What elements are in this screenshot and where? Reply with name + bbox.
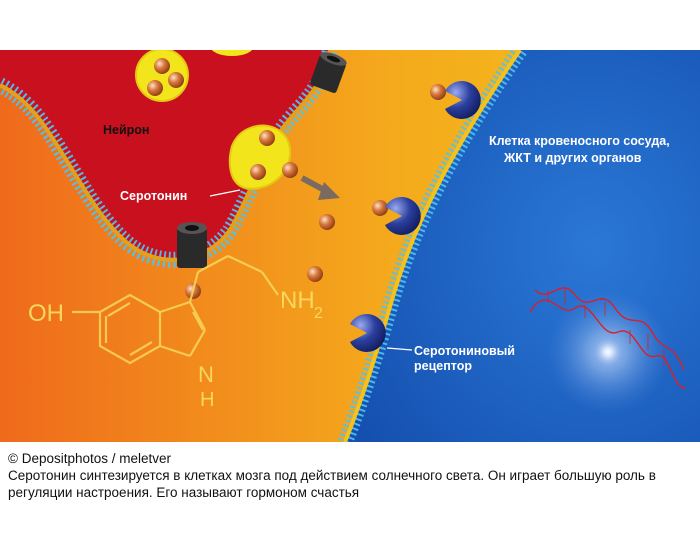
serotonin-molecule	[282, 162, 298, 178]
serotonin-molecule	[147, 80, 163, 96]
vesicle-left	[135, 50, 189, 102]
dna-helix	[529, 287, 687, 414]
transporter-bottom	[177, 222, 207, 268]
ring-h-label: H	[200, 389, 214, 411]
vesicle-top	[211, 50, 253, 56]
target-membrane-core	[343, 50, 522, 442]
serotonin-molecule	[307, 266, 323, 282]
serotonin-diagram: OH NH 2 N H Нейрон Серотонин Клетка кров…	[0, 50, 700, 442]
target-cell-label-line2: ЖКТ и других органов	[503, 151, 642, 165]
serotonin-structure	[72, 255, 279, 365]
serotonin-molecule	[168, 72, 184, 88]
receptor-label-line2: рецептор	[414, 359, 472, 373]
vesicle-release	[228, 124, 292, 190]
serotonin-pointer	[209, 189, 241, 197]
ring-n-label: N	[198, 362, 214, 387]
serotonin-molecule	[154, 58, 170, 74]
neuron-label: Нейрон	[103, 123, 149, 137]
serotonin-receptor	[385, 197, 421, 235]
transporter-top	[310, 52, 347, 93]
serotonin-label: Серотонин	[120, 189, 187, 203]
target-cell-label-line1: Клетка кровеносного сосуда,	[489, 134, 670, 148]
serotonin-molecule	[259, 130, 275, 146]
serotonin-molecule	[372, 200, 388, 216]
receptor-pointer	[386, 347, 413, 351]
amine-subscript: 2	[314, 305, 323, 322]
figure-caption: © Depositphotos / meletver Серотонин син…	[8, 450, 692, 501]
caption-text: Серотонин синтезируется в клетках мозга …	[8, 468, 656, 500]
photo-credit: © Depositphotos / meletver	[8, 451, 172, 466]
hydroxyl-label: OH	[28, 300, 64, 327]
receptor-label-line1: Серотониновый	[414, 344, 515, 358]
serotonin-diagram-svg: OH NH 2 N H Нейрон Серотонин Клетка кров…	[0, 50, 700, 442]
amine-label: NH	[280, 287, 315, 314]
serotonin-molecule	[250, 164, 266, 180]
neuron-terminal	[0, 50, 330, 260]
serotonin-receptor	[445, 81, 481, 119]
serotonin-molecule	[430, 84, 446, 100]
diffusion-arrow	[300, 175, 340, 200]
serotonin-receptor	[350, 314, 386, 352]
serotonin-molecule	[319, 214, 335, 230]
